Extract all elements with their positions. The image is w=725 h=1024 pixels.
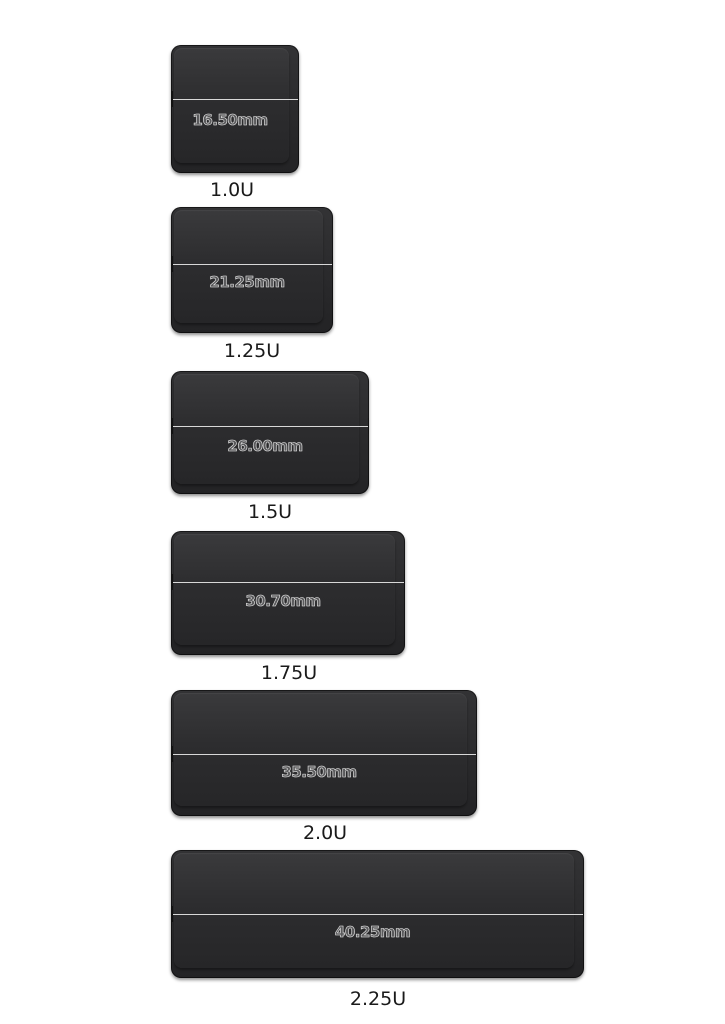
- width-label: 35.50mm: [281, 763, 357, 782]
- measure-tick-right: [475, 746, 477, 762]
- keycap-top-surface: [174, 48, 289, 163]
- keycap-1-0u: 16.50mm: [171, 45, 299, 173]
- width-measure-line: [171, 418, 369, 434]
- keycap-1-5u: 26.00mm: [171, 371, 369, 494]
- measure-tick-left: [171, 418, 173, 434]
- width-label: 26.00mm: [227, 437, 303, 456]
- width-measure-line: [171, 574, 405, 590]
- measure-tick-left: [171, 906, 173, 922]
- measure-tick-right: [297, 91, 299, 107]
- width-label: 40.25mm: [334, 923, 411, 942]
- keycap-top-surface: [174, 693, 467, 806]
- width-label: 21.25mm: [209, 273, 285, 292]
- width-label: 30.70mm: [245, 592, 321, 611]
- size-label: 1.75U: [260, 662, 318, 684]
- measure-tick-left: [171, 256, 173, 272]
- keycap-top-surface: [174, 210, 323, 323]
- size-label: 1.25U: [223, 340, 281, 362]
- keycap-2-25u: 40.25mm: [171, 850, 584, 978]
- measure-tick-left: [171, 574, 173, 590]
- measure-tick-right: [582, 906, 584, 922]
- size-label: 2.25U: [349, 988, 407, 1010]
- keycap-1-25u: 21.25mm: [171, 207, 333, 333]
- width-measure-line: [171, 91, 299, 107]
- keycap-2-0u: 35.50mm: [171, 690, 477, 816]
- measure-tick-left: [171, 746, 173, 762]
- size-label: 1.0U: [209, 179, 255, 201]
- size-label: 1.5U: [247, 501, 293, 523]
- width-measure-line: [171, 746, 477, 762]
- measure-tick-right: [367, 418, 369, 434]
- width-measure-line: [171, 906, 584, 922]
- size-label: 2.0U: [302, 822, 348, 844]
- keycap-top-surface: [174, 374, 359, 484]
- width-measure-line: [171, 256, 333, 272]
- measure-tick-left: [171, 91, 173, 107]
- measure-tick-right: [403, 574, 405, 590]
- width-label: 16.50mm: [192, 111, 268, 130]
- measure-tick-right: [331, 256, 333, 272]
- keycap-top-surface: [174, 853, 574, 968]
- keycap-1-75u: 30.70mm: [171, 531, 405, 655]
- keycap-top-surface: [174, 534, 395, 645]
